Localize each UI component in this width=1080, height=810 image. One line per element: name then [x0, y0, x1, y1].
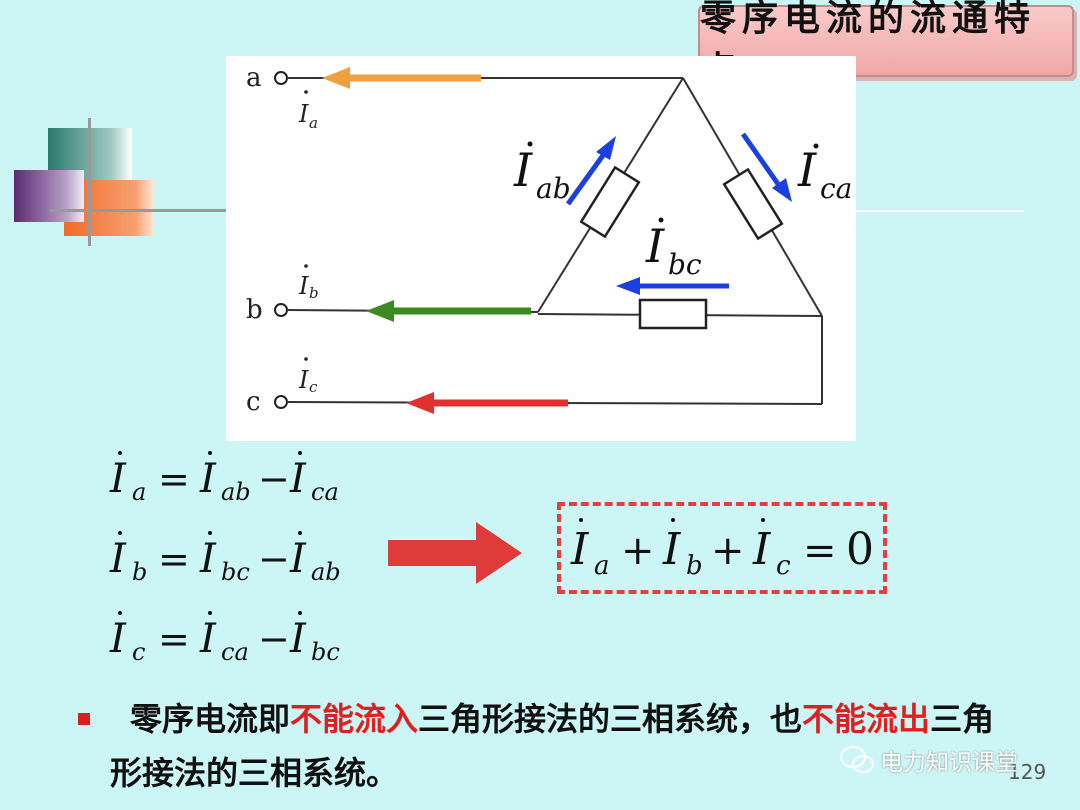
- arrow-phase-ab: [565, 136, 616, 206]
- svg-text:a: a: [594, 551, 610, 581]
- svg-text:b: b: [686, 551, 703, 581]
- bullet-text-highlight-1: 不能流入: [290, 700, 419, 738]
- svg-text:I: I: [298, 366, 309, 394]
- label-Ibc: I bc: [645, 217, 702, 281]
- svg-text:I: I: [570, 524, 590, 575]
- svg-text:ca: ca: [820, 172, 852, 205]
- arrow-line-c: [406, 392, 568, 414]
- wechat-icon: [840, 746, 874, 773]
- arrow-line-b: [366, 300, 531, 322]
- implies-arrow: [388, 522, 522, 584]
- bullet-text-part-2: 三角形接法的三相系统，也: [418, 700, 803, 738]
- svg-text:I: I: [645, 219, 665, 273]
- decor-vertical-line: [88, 118, 91, 246]
- svg-text:I: I: [513, 143, 533, 197]
- svg-text:I: I: [289, 616, 307, 662]
- resistor-ca: [722, 167, 784, 241]
- svg-text:bc: bc: [311, 638, 340, 666]
- svg-text:c: c: [309, 378, 318, 396]
- arrow-phase-ca: [740, 132, 792, 202]
- bullet-icon: [78, 713, 90, 725]
- svg-text:ca: ca: [221, 638, 249, 666]
- bullet-text-part-1: 零序电流即: [130, 700, 291, 738]
- watermark: 电力知识课堂: [840, 743, 1018, 777]
- svg-text:I: I: [109, 536, 127, 582]
- resistor-ab: [579, 165, 641, 239]
- svg-text:I: I: [298, 272, 309, 300]
- equations-svg: I a = I ab − I ca I b = I bc −: [109, 451, 341, 666]
- svg-text:I: I: [752, 524, 772, 575]
- svg-text:=: =: [158, 537, 190, 581]
- svg-text:I: I: [109, 616, 127, 662]
- svg-text:I: I: [199, 616, 217, 662]
- result-equation: I a + I b + I c = 0: [570, 518, 874, 581]
- svg-text:=: =: [158, 457, 190, 501]
- bullet-paragraph: 零序电流即不能流入三角形接法的三相系统，也不能流出三角形接法的三相系统。: [110, 692, 1010, 800]
- circuit-panel: a b c I a I b I c I ab I ca: [226, 56, 856, 441]
- result-equation-box: I a + I b + I c = 0: [557, 502, 887, 594]
- svg-text:ab: ab: [536, 172, 571, 205]
- svg-text:−: −: [258, 457, 290, 501]
- label-Ica: I ca: [797, 143, 852, 205]
- terminal-a: [274, 71, 288, 85]
- terminal-label-c: c: [246, 387, 261, 417]
- svg-text:ab: ab: [311, 558, 341, 586]
- svg-text:c: c: [776, 551, 791, 581]
- equation-c: I c = I ca − I bc: [109, 611, 340, 666]
- svg-text:I: I: [289, 456, 307, 502]
- svg-text:+: +: [621, 528, 655, 574]
- page-number: 129: [1008, 760, 1047, 784]
- arrow-line-a: [322, 67, 481, 89]
- decor-horizontal-line-right: [856, 210, 1024, 212]
- equation-b: I b = I bc − I ab: [109, 531, 341, 586]
- svg-text:I: I: [199, 456, 217, 502]
- arrow-phase-bc: [616, 277, 729, 295]
- svg-text:I: I: [109, 456, 127, 502]
- svg-text:a: a: [309, 114, 318, 132]
- terminal-label-a: a: [246, 63, 262, 93]
- watermark-text: 电力知识课堂: [880, 750, 1018, 776]
- svg-text:bc: bc: [221, 558, 250, 586]
- svg-text:b: b: [309, 284, 319, 302]
- label-Ib: I b: [298, 264, 319, 302]
- label-Ic: I c: [298, 357, 318, 396]
- bullet-text-highlight-2: 不能流出: [802, 700, 931, 738]
- svg-text:I: I: [298, 100, 309, 128]
- svg-text:I: I: [662, 524, 682, 575]
- terminal-b: [274, 303, 288, 317]
- decor-horizontal-line-left: [50, 209, 230, 212]
- bullet-text-part-3: 三角形接法的三相系统。: [110, 700, 995, 792]
- svg-text:−: −: [258, 617, 290, 661]
- svg-text:ca: ca: [311, 478, 339, 506]
- svg-text:I: I: [289, 536, 307, 582]
- svg-text:a: a: [132, 478, 146, 506]
- label-Iab: I ab: [513, 141, 571, 205]
- svg-text:=: =: [158, 617, 190, 661]
- svg-text:I: I: [199, 536, 217, 582]
- svg-text:−: −: [258, 537, 290, 581]
- svg-text:bc: bc: [668, 248, 702, 281]
- terminal-label-b: b: [246, 295, 263, 325]
- svg-text:c: c: [132, 638, 145, 666]
- svg-text:=: =: [803, 528, 837, 574]
- svg-text:I: I: [797, 143, 817, 197]
- circuit-wires: [286, 77, 823, 405]
- decor-square-purple: [14, 170, 84, 222]
- delta-circuit-diagram: a b c I a I b I c I ab I ca: [246, 63, 852, 417]
- resistor-bc: [638, 298, 708, 330]
- terminal-c: [274, 395, 288, 409]
- svg-text:ab: ab: [221, 478, 251, 506]
- svg-text:0: 0: [846, 524, 874, 575]
- equation-a: I a = I ab − I ca: [109, 451, 339, 506]
- label-Ia: I a: [298, 90, 318, 132]
- svg-text:b: b: [132, 558, 147, 586]
- svg-text:+: +: [711, 528, 745, 574]
- kcl-equations: I a = I ab − I ca I b = I bc −: [100, 440, 380, 680]
